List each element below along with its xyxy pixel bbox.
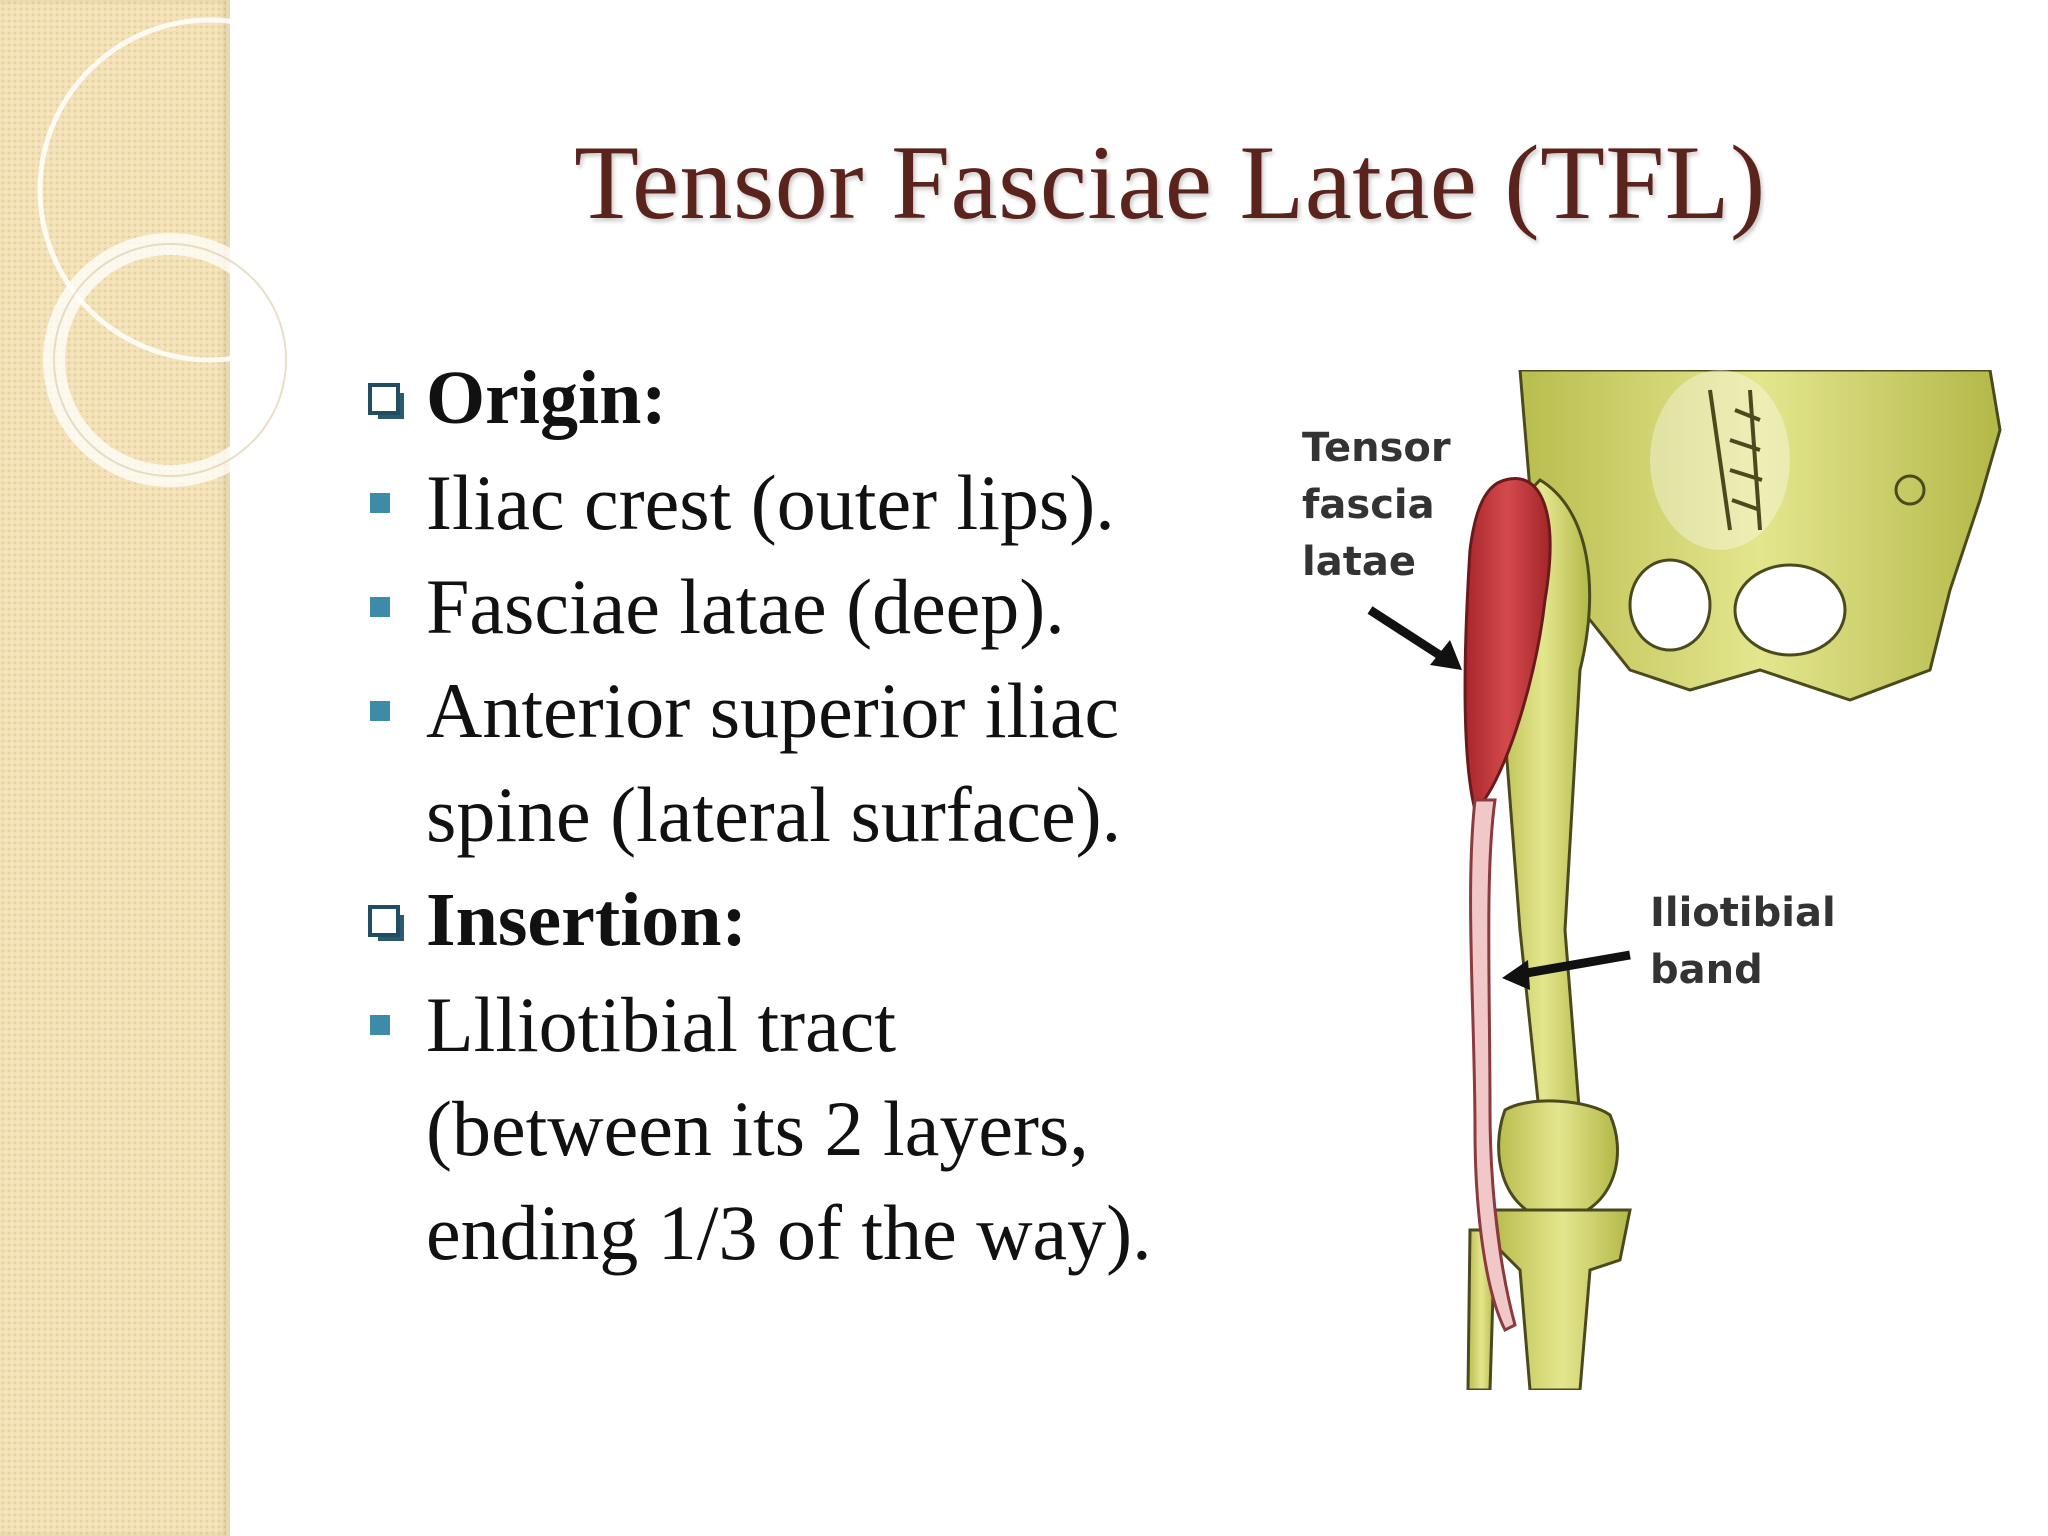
insertion-item: Llliotibial tract (between its 2 layers,… [360, 973, 1300, 1285]
bullet-icon [370, 493, 390, 513]
sidebar-edge [226, 0, 230, 1536]
decorative-rings [37, 17, 383, 487]
origin-item: Fasciae latae (deep). [360, 555, 1300, 659]
leg-skeleton-illustration [1367, 370, 2002, 1390]
bullet-icon [370, 701, 390, 721]
bullet-icon [370, 1015, 390, 1035]
origin-item: Iliac crest (outer lips). [360, 451, 1300, 555]
slide-title: Tensor Fasciae Latae (TFL) [574, 124, 1766, 241]
anatomy-figure: Tensor fascia latae Iliotibial band [1290, 370, 2010, 1390]
heading-bullet-icon [368, 383, 404, 419]
bullet-list: Origin: Iliac crest (outer lips). Fascia… [360, 345, 1300, 1285]
iliotibial-band-label: Iliotibial band [1650, 890, 1836, 993]
heading-bullet-icon [368, 905, 404, 941]
origin-item: Anterior superior iliac spine (lateral s… [360, 659, 1300, 867]
bullet-icon [370, 597, 390, 617]
tfl-label: Tensor fascia latae [1302, 425, 1451, 585]
origin-heading: Origin: [360, 345, 1300, 451]
insertion-heading: Insertion: [360, 867, 1300, 973]
